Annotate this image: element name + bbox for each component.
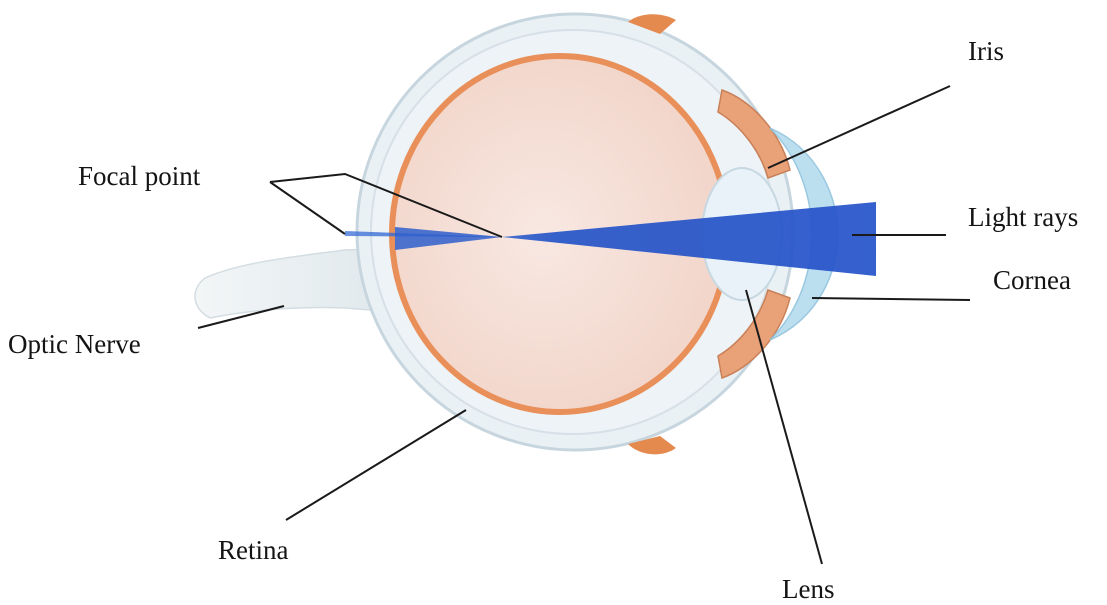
retina-label: Retina	[218, 535, 288, 565]
lens-label: Lens	[782, 574, 834, 604]
cornea-leader	[812, 298, 970, 300]
focal-point-leader-2	[270, 182, 345, 234]
iris-leader	[768, 86, 950, 168]
iris-label: Iris	[968, 36, 1004, 66]
focal-point-label: Focal point	[78, 161, 201, 191]
light-rays-label: Light rays	[968, 202, 1078, 232]
retina-leader	[286, 410, 466, 520]
cornea-label: Cornea	[993, 265, 1071, 295]
optic-nerve-label: Optic Nerve	[8, 329, 141, 359]
